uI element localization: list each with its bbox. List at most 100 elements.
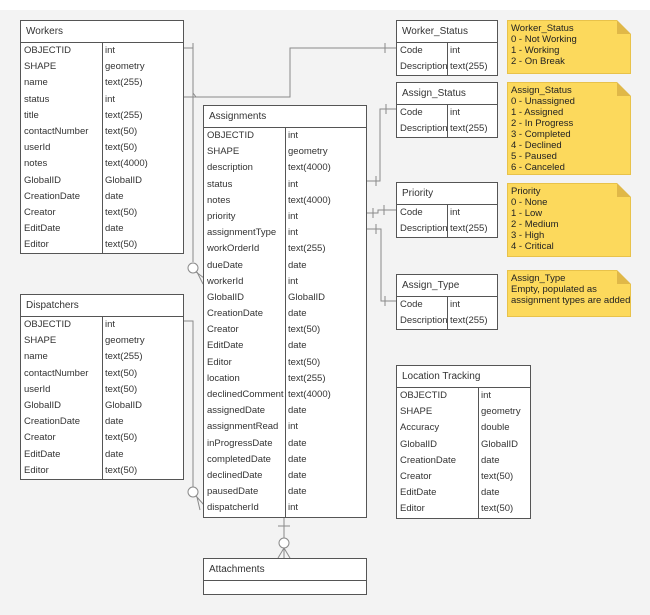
field-type: text(255)	[105, 351, 143, 363]
field-type: text(50)	[481, 503, 514, 515]
field-type: text(50)	[481, 470, 514, 482]
field-name: contactNumber	[21, 365, 103, 382]
field-name: status	[21, 91, 103, 108]
field-type: GlobalID	[481, 438, 518, 450]
field-type: date	[481, 454, 500, 466]
field-name: inProgressDate	[204, 435, 286, 452]
note-line: Empty, populated as	[511, 284, 597, 295]
field-type: date	[105, 416, 124, 428]
field-name: title	[21, 107, 103, 124]
field-name: SHAPE	[21, 59, 103, 76]
field-name: dispatcherId	[204, 500, 286, 517]
table-title: Attachments	[204, 559, 366, 581]
assignments-priority-relation	[366, 205, 396, 218]
field-type: text(255)	[288, 372, 326, 384]
field-name: Creator	[204, 322, 286, 339]
note-fold-corner	[617, 20, 631, 34]
note-line: 2 - On Break	[511, 56, 565, 67]
field-name: CreationDate	[204, 306, 286, 323]
workers-worker-status-relation	[183, 43, 396, 98]
field-name: pausedDate	[204, 484, 286, 501]
field-name: completedDate	[204, 451, 286, 468]
field-name: CreationDate	[21, 188, 103, 205]
field-name: assignmentType	[204, 225, 286, 242]
field-name: SHAPE	[204, 144, 286, 161]
field-name: userId	[21, 381, 103, 398]
field-type: int	[450, 207, 461, 218]
field-type: int	[288, 227, 299, 239]
field-name: Code	[397, 43, 448, 60]
field-name: Editor	[397, 501, 479, 518]
field-name: OBJECTID	[21, 317, 103, 334]
field-type: GlobalID	[288, 291, 325, 303]
field-name: location	[204, 370, 286, 387]
table-title: Dispatchers	[21, 295, 183, 317]
field-name: Editor	[204, 354, 286, 371]
workers-assignments-relation	[183, 43, 205, 285]
field-name: CreationDate	[21, 414, 103, 431]
field-name: Creator	[397, 468, 479, 486]
note-title: Priority	[511, 186, 541, 197]
note-line: 2 - Medium	[511, 219, 559, 230]
field-type: text(255)	[288, 243, 326, 255]
field-type: int	[288, 178, 299, 190]
field-name: SHAPE	[21, 333, 103, 350]
field-name: priority	[204, 208, 286, 226]
field-type: text(50)	[105, 142, 138, 154]
field-type: text(4000)	[288, 194, 331, 206]
note-line: 0 - Unassigned	[511, 96, 575, 107]
field-type: int	[288, 275, 299, 287]
field-name: dueDate	[204, 257, 286, 274]
field-type: text(4000)	[288, 162, 331, 174]
table-title: Worker_Status	[397, 21, 497, 43]
note-title: Worker_Status	[511, 23, 574, 34]
field-type: date	[288, 486, 307, 498]
field-type: date	[105, 190, 124, 202]
field-name: GlobalID	[397, 436, 479, 453]
field-name: GlobalID	[21, 172, 103, 189]
field-name: declinedComment	[204, 387, 286, 404]
field-name: GlobalID	[204, 289, 286, 307]
dispatchers-assignments-relation	[183, 320, 205, 511]
attachments-table: Attachments	[203, 558, 367, 595]
field-type: int	[288, 130, 299, 141]
field-name: Code	[397, 297, 448, 314]
field-type: GlobalID	[105, 174, 142, 186]
field-name: contactNumber	[21, 123, 103, 141]
field-name: OBJECTID	[397, 388, 479, 405]
note-fold-corner	[617, 183, 631, 197]
field-type: text(255)	[450, 315, 488, 327]
note-fold-corner	[617, 82, 631, 96]
field-name: name	[21, 349, 103, 366]
table-title: Location Tracking	[397, 366, 530, 388]
